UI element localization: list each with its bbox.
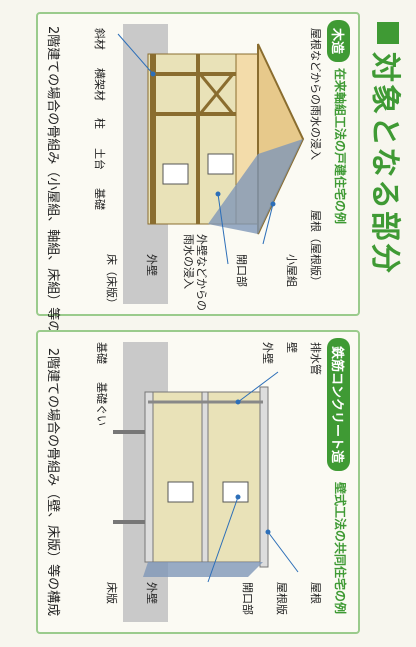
wood-label-foundation: 基礎 bbox=[93, 188, 106, 210]
wood-label-rain-wall: 外壁などからの雨水の浸入 bbox=[182, 234, 208, 311]
wood-label-exterior-wall: 外壁 bbox=[145, 254, 158, 276]
title-square-icon bbox=[377, 22, 399, 44]
rc-panel: 鉄筋コンクリート造 壁式工法の共同住宅の例 排水管 壁 外壁 基礎 基礎ぐい 屋… bbox=[36, 330, 360, 634]
rc-label-roof-slab: 屋根版 bbox=[275, 582, 288, 615]
rc-label-exterior-wall-left: 外壁 bbox=[261, 342, 274, 364]
wood-label-rain-roof: 屋根などからの雨水の浸入 bbox=[309, 28, 322, 160]
wood-label-pillar: 柱 bbox=[93, 118, 106, 129]
rc-label-floor: 床版 bbox=[105, 582, 118, 604]
rc-label-foundation-pile: 基礎ぐい bbox=[95, 382, 108, 426]
page-title-text: 対象となる部分 bbox=[367, 52, 402, 276]
page-title: 対象となる部分 bbox=[366, 22, 410, 275]
wood-panel: 木造 在来軸組工法の戸建住宅の例 屋根などからの雨水の浸入 斜材 横架材 柱 bbox=[36, 12, 360, 360]
wood-label-diagonal: 斜材 bbox=[93, 28, 106, 50]
rc-caption: 2階建ての場合の骨組み（壁、床版）等の構成 bbox=[45, 347, 60, 617]
rc-building-diagram bbox=[113, 342, 299, 622]
wood-label-sill: 土台 bbox=[93, 148, 106, 170]
rc-label-foundation: 基礎 bbox=[95, 342, 108, 364]
wood-house-diagram bbox=[117, 24, 305, 304]
rc-label-roof: 屋根 bbox=[309, 582, 322, 604]
wood-label-attic: 小屋組 bbox=[285, 254, 298, 287]
rc-label-wall: 壁 bbox=[285, 342, 298, 353]
wood-caption: 2階建ての場合の骨組み（小屋組、軸組、床組）等の構成 bbox=[45, 26, 60, 360]
wood-label-crossbeam: 横架材 bbox=[93, 68, 106, 101]
wood-label-opening: 開口部 bbox=[235, 254, 248, 287]
rc-label-exterior-wall-right: 外壁 bbox=[145, 582, 158, 604]
wood-label-roof: 屋根（屋根版） bbox=[309, 210, 322, 287]
rc-label-opening: 開口部 bbox=[241, 582, 254, 615]
wood-label-floor: 床（床版） bbox=[105, 254, 118, 309]
rc-label-drain: 排水管 bbox=[309, 342, 322, 375]
